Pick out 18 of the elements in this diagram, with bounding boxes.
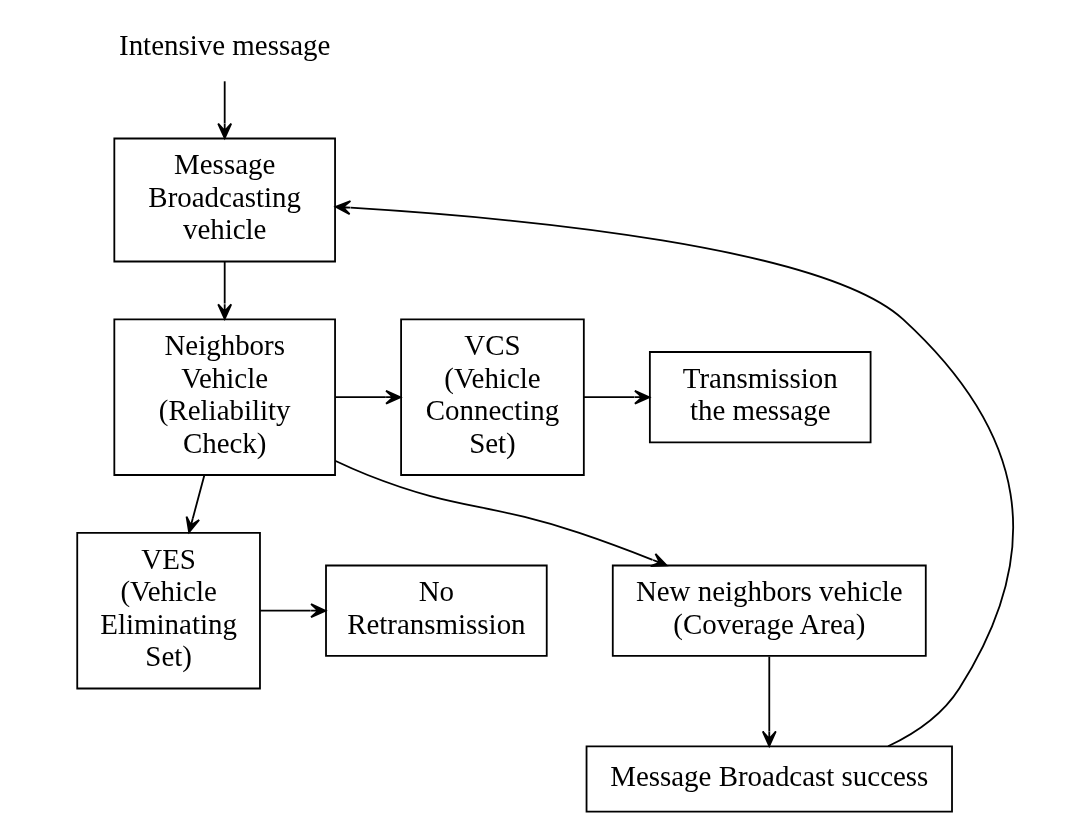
node-box: VCS (Vehicle Connecting Set) — [400, 318, 585, 476]
node-box: New neighbors vehicle (Coverage Area) — [611, 564, 927, 657]
arrow — [761, 655, 777, 747]
node-box: Message Broadcast success — [585, 745, 953, 813]
node-box: Message Broadcasting vehicle — [113, 137, 336, 263]
arrow — [334, 389, 402, 405]
arrow — [185, 474, 206, 534]
arrow — [217, 80, 233, 139]
arrow — [334, 459, 668, 567]
node-box: Neighbors Vehicle (Reliability Check) — [113, 318, 336, 476]
node-box: Transmission the message — [648, 351, 872, 444]
arrow — [259, 603, 327, 619]
node-box: VES (Vehicle Eliminating Set) — [76, 532, 261, 690]
arrow — [334, 200, 1015, 748]
node-box: No Retransmission — [325, 564, 548, 657]
arrow — [217, 261, 233, 320]
node-text: Intensive message — [119, 28, 331, 61]
arrow — [583, 389, 651, 405]
